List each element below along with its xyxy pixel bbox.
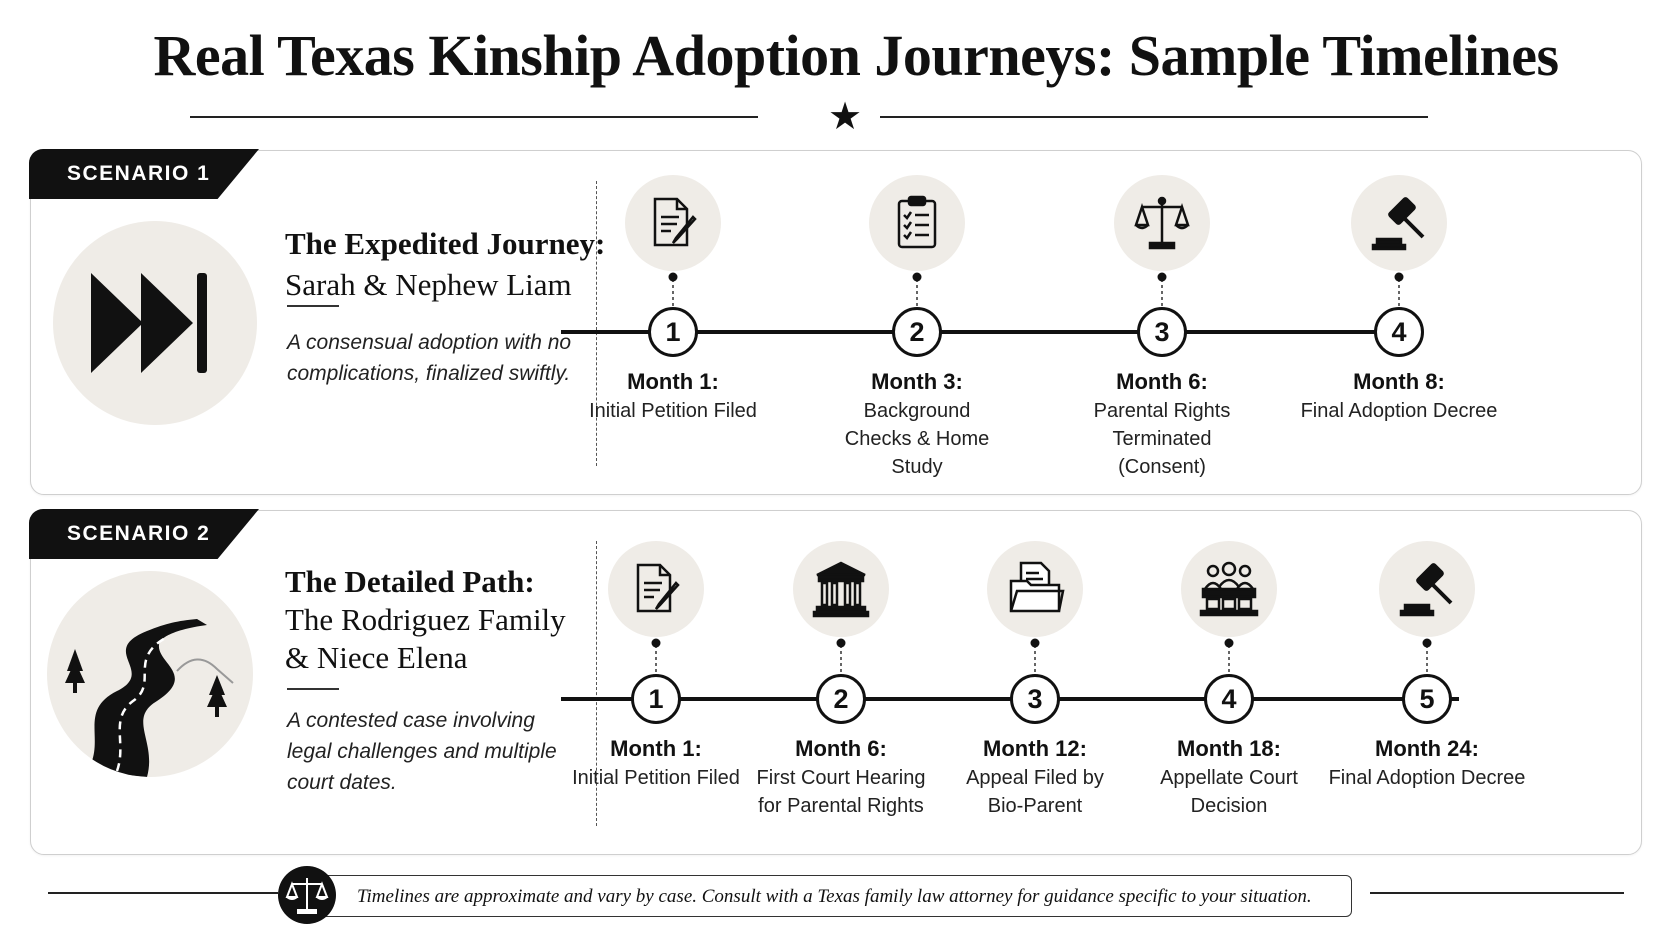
timeline-step: Month 1: Initial Petition Filed <box>553 367 793 425</box>
title-rule-left <box>190 116 758 118</box>
step-month: Month 1: <box>610 736 702 761</box>
scenario-title: The Expedited Journey: Sarah & Nephew Li… <box>285 223 615 305</box>
document-pen-icon <box>625 175 721 271</box>
timeline-step: Month 6: Parental Rights Terminated (Con… <box>1042 367 1282 481</box>
step-month: Month 3: <box>871 369 963 394</box>
scenario-tag: SCENARIO 2 <box>29 509 259 559</box>
step-label: Appeal Filed by Bio-Parent <box>966 767 1104 817</box>
step-label: Appellate Court Decision <box>1160 767 1298 817</box>
scenario-card-2: SCENARIO 2 The Detailed Path: The Rodrig… <box>29 509 1642 855</box>
step-label: Final Adoption Decree <box>1300 400 1498 422</box>
step-month: Month 6: <box>795 736 887 761</box>
scenario-title-niece: & Niece Elena <box>285 640 468 675</box>
scenario-title: The Detailed Path: The Rodriguez Family … <box>285 563 615 677</box>
timeline-step: Month 24: Final Adoption Decree <box>1307 734 1547 792</box>
title-rule-right <box>880 116 1428 118</box>
gavel-icon <box>1379 541 1475 637</box>
footer-note: Timelines are approximate and vary by ca… <box>286 875 1352 917</box>
scenario-description: A contested case involving legal challen… <box>287 709 557 794</box>
scenario-title-bold: The Detailed Path: <box>285 564 535 599</box>
step-number: 1 <box>648 307 698 357</box>
step-number: 2 <box>892 307 942 357</box>
divider-dashed <box>596 181 597 466</box>
timeline-step: Month 12: Appeal Filed by Bio-Parent <box>915 734 1155 820</box>
footer-rule-right <box>1370 892 1624 894</box>
step-month: Month 12: <box>983 736 1087 761</box>
step-number: 1 <box>631 674 681 724</box>
footer-rule-left <box>48 892 278 894</box>
divider-dashed <box>596 541 597 826</box>
scenario-title-bold: The Expedited Journey: <box>285 226 606 261</box>
scenario-title-family: Sarah & Nephew Liam <box>285 267 572 302</box>
step-label: Parental Rights Terminated (Consent) <box>1093 400 1231 478</box>
step-label: Final Adoption Decree <box>1328 767 1526 789</box>
step-month: Month 18: <box>1177 736 1281 761</box>
scenario-title-family: The Rodriguez Family <box>285 602 566 637</box>
scenario-card-1: SCENARIO 1 The Expedited Journey: Sarah … <box>29 149 1642 495</box>
timeline-step: Month 3: Background Checks & Home Study <box>797 367 1037 481</box>
step-month: Month 8: <box>1353 369 1445 394</box>
judges-panel-icon <box>1181 541 1277 637</box>
step-number: 4 <box>1374 307 1424 357</box>
timeline-step: Month 18: Appellate Court Decision <box>1109 734 1349 820</box>
step-number: 3 <box>1137 307 1187 357</box>
page-title: Real Texas Kinship Adoption Journeys: Sa… <box>153 23 1559 88</box>
scenario-description: A consensual adoption with no complicati… <box>287 331 572 385</box>
clipboard-checklist-icon <box>869 175 965 271</box>
step-label: First Court Hearing for Parental Rights <box>756 767 926 817</box>
divider <box>287 305 339 307</box>
winding-road-icon <box>47 571 253 777</box>
step-label: Initial Petition Filed <box>572 767 740 789</box>
step-number: 2 <box>816 674 866 724</box>
document-pen-icon <box>608 541 704 637</box>
scales-of-justice-icon <box>278 866 336 924</box>
step-label: Background Checks & Home Study <box>844 400 990 478</box>
timeline-step: Month 8: Final Adoption Decree <box>1279 367 1519 425</box>
step-number: 4 <box>1204 674 1254 724</box>
timeline-step: Month 6: First Court Hearing for Parenta… <box>721 734 961 820</box>
fast-forward-icon <box>53 221 257 425</box>
courthouse-icon <box>793 541 889 637</box>
scales-of-justice-icon <box>1114 175 1210 271</box>
step-month: Month 6: <box>1116 369 1208 394</box>
step-number: 5 <box>1402 674 1452 724</box>
step-month: Month 24: <box>1375 736 1479 761</box>
folder-document-icon <box>987 541 1083 637</box>
divider <box>287 688 339 690</box>
timeline-step: Month 1: Initial Petition Filed <box>536 734 776 792</box>
timeline-track <box>561 272 1404 334</box>
step-month: Month 1: <box>627 369 719 394</box>
scenario-tag: SCENARIO 1 <box>29 149 259 199</box>
star-icon: ★ <box>828 96 863 138</box>
step-label: Initial Petition Filed <box>589 400 757 422</box>
step-number: 3 <box>1010 674 1060 724</box>
gavel-icon <box>1351 175 1447 271</box>
